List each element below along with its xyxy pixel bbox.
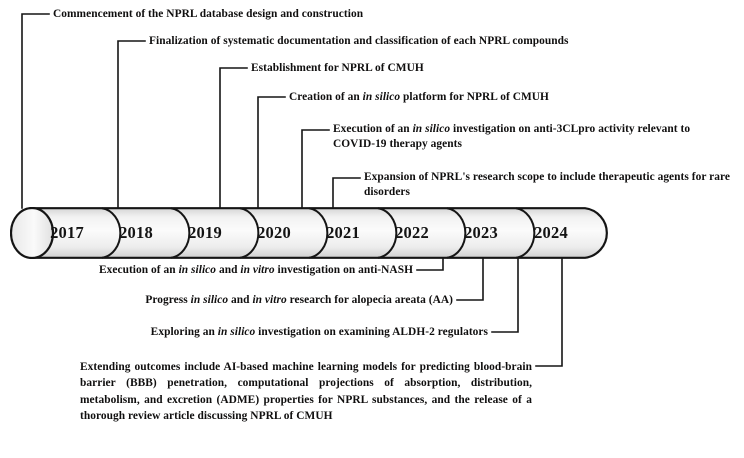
timeline-year-2024[interactable]: 2024	[534, 223, 568, 242]
event-label-anti-nash: Execution of an in silico and in vitro i…	[98, 264, 413, 276]
event-label-ai-ml: Extending outcomes include AI-based mach…	[80, 361, 532, 423]
timeline-year-2020[interactable]: 2020	[257, 223, 291, 242]
leader-anti-3clpro	[301, 129, 330, 209]
event-label-alopecia: Progress in silico and in vitro research…	[145, 294, 453, 306]
event-label-creation-platform: Creation of an in silico platform for NP…	[289, 91, 549, 103]
timeline-year-2021[interactable]: 2021	[326, 223, 360, 242]
leader-alopecia	[456, 257, 484, 301]
timeline-bar: 2017 2018 2019 2020 2021 2022 2023 2024	[10, 207, 610, 259]
timeline-year-2023[interactable]: 2023	[464, 223, 498, 242]
leader-anti-nash	[416, 257, 444, 271]
event-label-rare-disorders: Expansion of NPRL's research scope to in…	[364, 171, 731, 198]
event-label-establishment: Establishment for NPRL of CMUH	[251, 62, 424, 74]
leader-rare-disorders	[332, 177, 361, 209]
leader-ai-ml	[535, 257, 563, 367]
leader-finalization	[117, 40, 146, 209]
timeline-year-2019[interactable]: 2019	[188, 223, 222, 242]
timeline-year-2017[interactable]: 2017	[50, 223, 84, 242]
event-label-commencement: Commencement of the NPRL database design…	[53, 8, 364, 20]
event-label-aldh2: Exploring an in silico investigation on …	[150, 326, 488, 338]
leader-creation-platform	[257, 96, 286, 209]
leader-aldh2	[491, 257, 519, 333]
leader-commencement	[21, 13, 50, 209]
timeline-year-2018[interactable]: 2018	[119, 223, 153, 242]
event-label-finalization: Finalization of systematic documentation…	[149, 35, 569, 47]
timeline-year-2022[interactable]: 2022	[395, 223, 429, 242]
leader-establishment	[219, 67, 248, 209]
event-label-anti-3clpro: Execution of an in silico investigation …	[333, 123, 691, 150]
